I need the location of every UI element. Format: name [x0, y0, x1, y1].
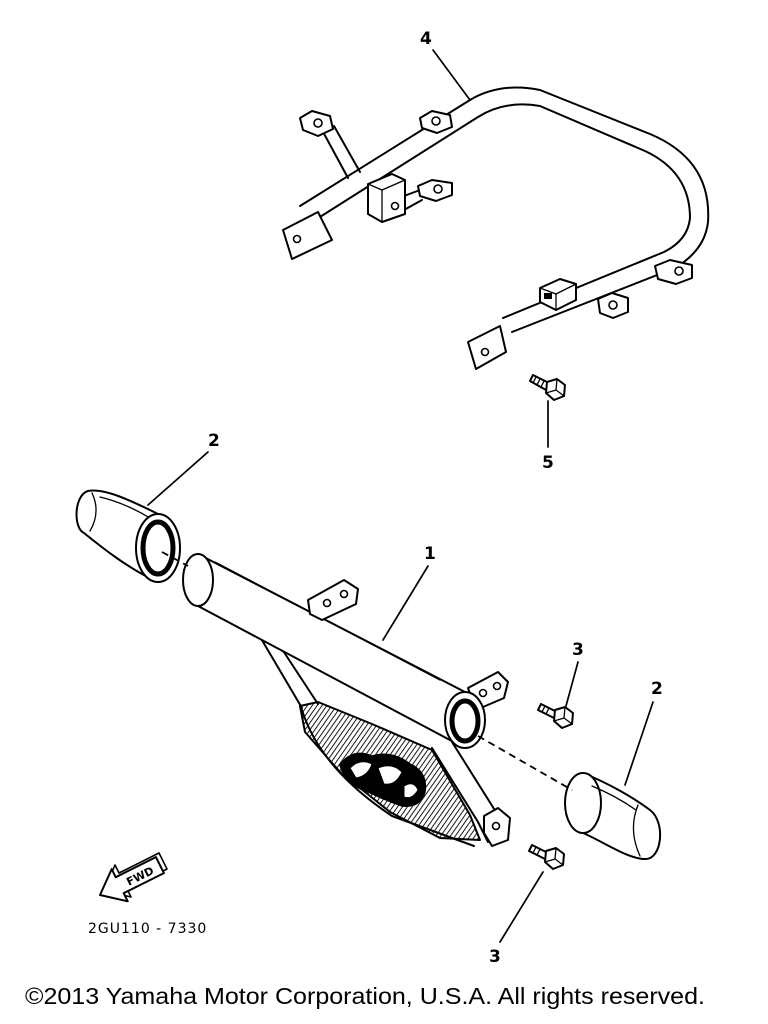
assembly-line-left-cap: [161, 551, 189, 567]
bracket-detail: [544, 293, 552, 299]
frame-tube-inner-edge: [311, 103, 691, 319]
cap-body: [582, 772, 662, 861]
leader-line-3-lower: [499, 871, 544, 943]
bolt-thread: [541, 705, 550, 715]
tab-hole: [674, 266, 684, 276]
bumper-tab-bottom: [483, 807, 511, 847]
mount-plate: [282, 211, 333, 260]
callout-4: 4: [420, 29, 432, 49]
callout-1: 1: [424, 544, 436, 564]
bumper-tube-shading: [214, 561, 441, 681]
frame-tab-top-middle: [419, 110, 453, 134]
skid-plate-highlight: [349, 761, 419, 799]
frame-bracket-right: [539, 278, 577, 311]
cap-shading: [99, 496, 151, 519]
part-2-end-cap-right: [564, 772, 662, 861]
skid-plate-lower-edge: [301, 709, 475, 847]
tab-hole: [313, 118, 323, 128]
frame-tab-right: [654, 259, 693, 285]
bolt-thread: [532, 846, 541, 856]
bumper-tab-left: [307, 579, 359, 621]
leader-line-3-upper: [565, 661, 579, 707]
frame-tube-outer-edge: [299, 86, 710, 333]
tab-hole: [491, 821, 501, 831]
bolt-head-edge: [545, 378, 565, 397]
bracket-plate: [367, 173, 406, 223]
frame-tab-lower-middle: [417, 179, 453, 202]
tab-hole: [322, 598, 332, 608]
frame-mount-plate-right: [467, 325, 507, 370]
assembly-line-right-cap: [477, 735, 573, 791]
mount-hole: [292, 234, 302, 244]
part-1-bumper: [182, 553, 511, 847]
frame-tab-right-lower: [597, 292, 629, 319]
cap-inner-ring: [140, 519, 176, 577]
bolt-head-edge: [553, 706, 573, 725]
frame-strut: [321, 125, 361, 179]
part-5-bolt: [529, 374, 566, 401]
leader-line-2-right: [624, 701, 654, 786]
forward-arrow-icon: FWD: [99, 852, 168, 903]
copyright-notice: ©2013 Yamaha Motor Corporation, U.S.A. A…: [25, 983, 705, 1009]
tab-plate: [307, 579, 359, 621]
cap-tip-edge: [89, 492, 97, 532]
leader-line-4: [432, 49, 471, 101]
bracket-hole: [390, 201, 400, 211]
cap-shading: [591, 785, 637, 811]
tab-hole: [478, 688, 488, 698]
tab-hole: [608, 300, 618, 310]
leader-line-1: [382, 565, 429, 641]
drawing-code: 2GU110 - 7330: [88, 921, 207, 937]
part-4-frame: [282, 86, 710, 370]
part-3-bolt-upper: [537, 703, 574, 729]
leader-line-2-left: [147, 451, 209, 506]
bracket-plate: [539, 278, 577, 311]
cap-large-end: [564, 772, 602, 834]
bumper-tube-left-end: [182, 553, 214, 607]
frame-tab-top-left: [299, 110, 334, 137]
tab-hole: [339, 589, 349, 599]
bolt-thread: [532, 376, 545, 388]
tab-hole: [433, 184, 443, 194]
callout-3-lower: 3: [489, 947, 501, 967]
frame-mount-plate-left: [282, 211, 333, 260]
leader-lines: [147, 49, 654, 943]
arrow-body: [99, 856, 165, 903]
cap-tip-edge: [632, 804, 641, 857]
tab-hole: [431, 116, 441, 126]
bumper-tube-inner-ring: [449, 698, 481, 744]
part-2-end-cap-left: [75, 489, 181, 583]
callout-2-left: 2: [208, 431, 220, 451]
frame-cross-member: [403, 189, 423, 211]
callout-2-right: 2: [651, 679, 663, 699]
callout-3-upper: 3: [572, 640, 584, 660]
tab-hole: [492, 681, 502, 691]
mount-plate: [467, 325, 507, 370]
bracket-fold: [539, 283, 577, 311]
frame-bracket-left: [367, 173, 406, 223]
bracket-fold: [367, 179, 406, 223]
part-3-bolt-lower: [528, 844, 565, 870]
callout-labels: 4 2 5 1 3 2 3: [208, 29, 663, 967]
mount-hole: [480, 347, 490, 357]
tab-plate: [654, 259, 693, 285]
callout-5: 5: [542, 453, 554, 473]
bolt-head-edge: [544, 847, 564, 866]
